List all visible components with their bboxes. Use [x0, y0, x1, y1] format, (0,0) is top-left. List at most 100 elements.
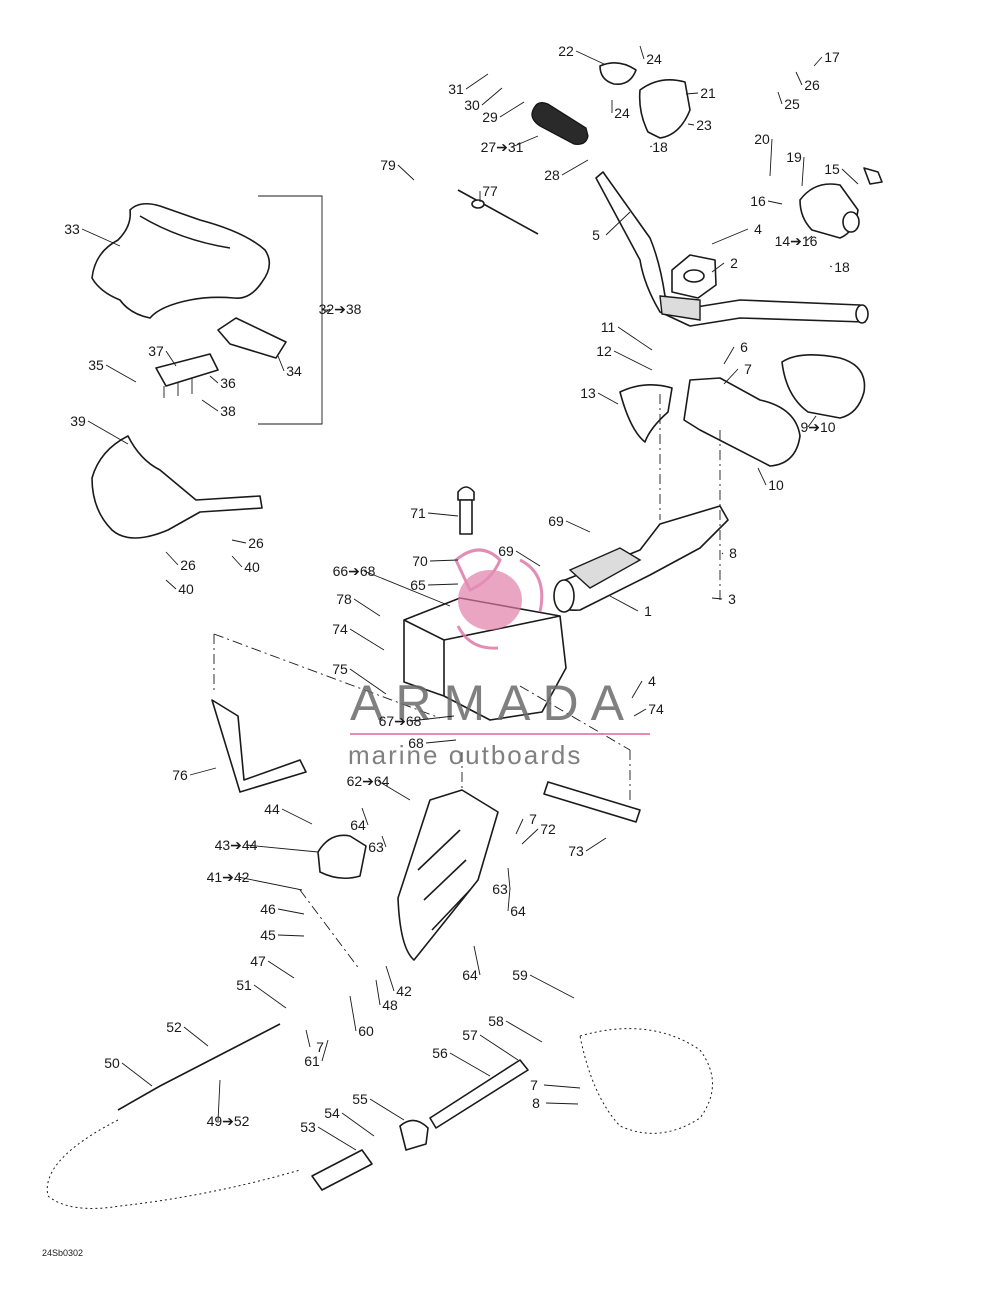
callout-label: 67➔68 — [379, 713, 422, 729]
callout-leader — [565, 520, 591, 533]
callout-label: 30 — [464, 97, 480, 113]
callout-leader — [165, 350, 177, 367]
clamp-43 — [317, 834, 367, 880]
callout-label: 23 — [696, 117, 712, 133]
callout-leader — [325, 308, 331, 313]
callout-leader — [349, 628, 385, 651]
callout-leader — [795, 71, 803, 86]
callout-leader — [277, 355, 285, 372]
callout-leader — [481, 87, 503, 106]
callout-label: 39 — [70, 413, 86, 429]
callout-label: 27➔31 — [481, 139, 524, 155]
callout-label: 7 — [530, 1077, 538, 1093]
steering-cover-front — [619, 377, 801, 467]
callout-leader — [231, 555, 243, 568]
callout-label: 3 — [728, 591, 736, 607]
callout-leader — [253, 984, 287, 1009]
callout-leader — [397, 164, 415, 181]
callout-leader — [409, 715, 455, 722]
callout-label: 8 — [532, 1095, 540, 1111]
callout-label: 33 — [64, 221, 80, 237]
callout-leader — [105, 364, 137, 383]
callout-label: 4 — [648, 673, 656, 689]
callout-label: 29 — [482, 109, 498, 125]
callout-leader — [427, 583, 459, 586]
callout-leader — [165, 551, 179, 566]
callout-label: 50 — [104, 1055, 120, 1071]
callout-label: 9➔10 — [800, 419, 835, 435]
callout-label: 18 — [834, 259, 850, 275]
callout-label: 4 — [754, 221, 762, 237]
callout-leader — [353, 598, 381, 617]
assembly-lines — [213, 394, 721, 971]
callout-label: 69 — [498, 543, 514, 559]
callout-leader — [217, 1079, 221, 1122]
callout-leader — [375, 979, 381, 1006]
callout-leader — [479, 1034, 519, 1061]
grip-pad — [781, 354, 866, 419]
callout-leader — [633, 708, 647, 717]
callout-leader — [545, 1102, 579, 1105]
callout-leader — [757, 467, 767, 486]
callout-leader — [649, 145, 653, 148]
callout-leader — [723, 368, 739, 385]
bracket-76 — [211, 699, 307, 793]
callout-leader — [711, 262, 725, 273]
callout-leader — [465, 73, 489, 90]
callout-label: 71 — [410, 505, 426, 521]
callout-label: 64 — [462, 967, 478, 983]
callout-label: 55 — [352, 1091, 368, 1107]
callout-label: 65 — [410, 577, 426, 593]
throttle-housing — [599, 62, 691, 139]
callout-label: 36 — [220, 375, 236, 391]
callout-label: 32➔38 — [319, 301, 362, 317]
reference-code: 24Sb0302 — [42, 1248, 83, 1258]
callout-leader — [201, 399, 219, 412]
callout-label: 74 — [332, 621, 348, 637]
callout-leader — [685, 92, 699, 95]
callout-label: 26 — [248, 535, 264, 551]
callout-label: 75 — [332, 661, 348, 677]
callout-label: 40 — [244, 559, 260, 575]
callout-leader — [841, 168, 859, 185]
callout-label: 56 — [432, 1045, 448, 1061]
callout-leader — [813, 56, 823, 67]
callout-label: 7 — [744, 361, 752, 377]
callout-leader — [807, 415, 817, 428]
callout-label: 54 — [324, 1105, 340, 1121]
callout-leader — [361, 807, 369, 826]
callout-leader — [767, 200, 783, 205]
callout-leader — [429, 559, 459, 562]
callout-leader — [613, 350, 653, 371]
callout-label: 46 — [260, 901, 276, 917]
callout-label: 76 — [172, 767, 188, 783]
cable-77 — [457, 189, 539, 235]
bolt-71 — [457, 486, 475, 535]
callout-leader — [507, 887, 511, 912]
callout-label: 31 — [448, 81, 464, 97]
callout-leader — [585, 837, 607, 852]
bracket-38 — [155, 353, 219, 398]
callout-label: 45 — [260, 927, 276, 943]
callout-leader — [529, 974, 575, 999]
callout-label: 13 — [580, 385, 596, 401]
callout-leader — [277, 908, 305, 915]
callout-label: 52 — [166, 1019, 182, 1035]
callout-label: 51 — [236, 977, 252, 993]
callout-label: 21 — [700, 85, 716, 101]
callout-leader — [605, 211, 631, 236]
callout-leader — [245, 844, 319, 853]
callout-leader — [609, 595, 639, 612]
callout-label: 69 — [548, 513, 564, 529]
callout-leader — [237, 876, 303, 891]
callout-label: 74 — [648, 701, 664, 717]
callout-label: 48 — [382, 997, 398, 1013]
guard-39 — [91, 435, 263, 539]
callout-leader — [687, 123, 695, 126]
callout-leader — [427, 512, 459, 517]
callout-leader — [281, 808, 313, 825]
callout-label: 1 — [644, 603, 652, 619]
callout-label: 24 — [646, 51, 662, 67]
callout-label: 26 — [804, 77, 820, 93]
callout-label: 73 — [568, 843, 584, 859]
